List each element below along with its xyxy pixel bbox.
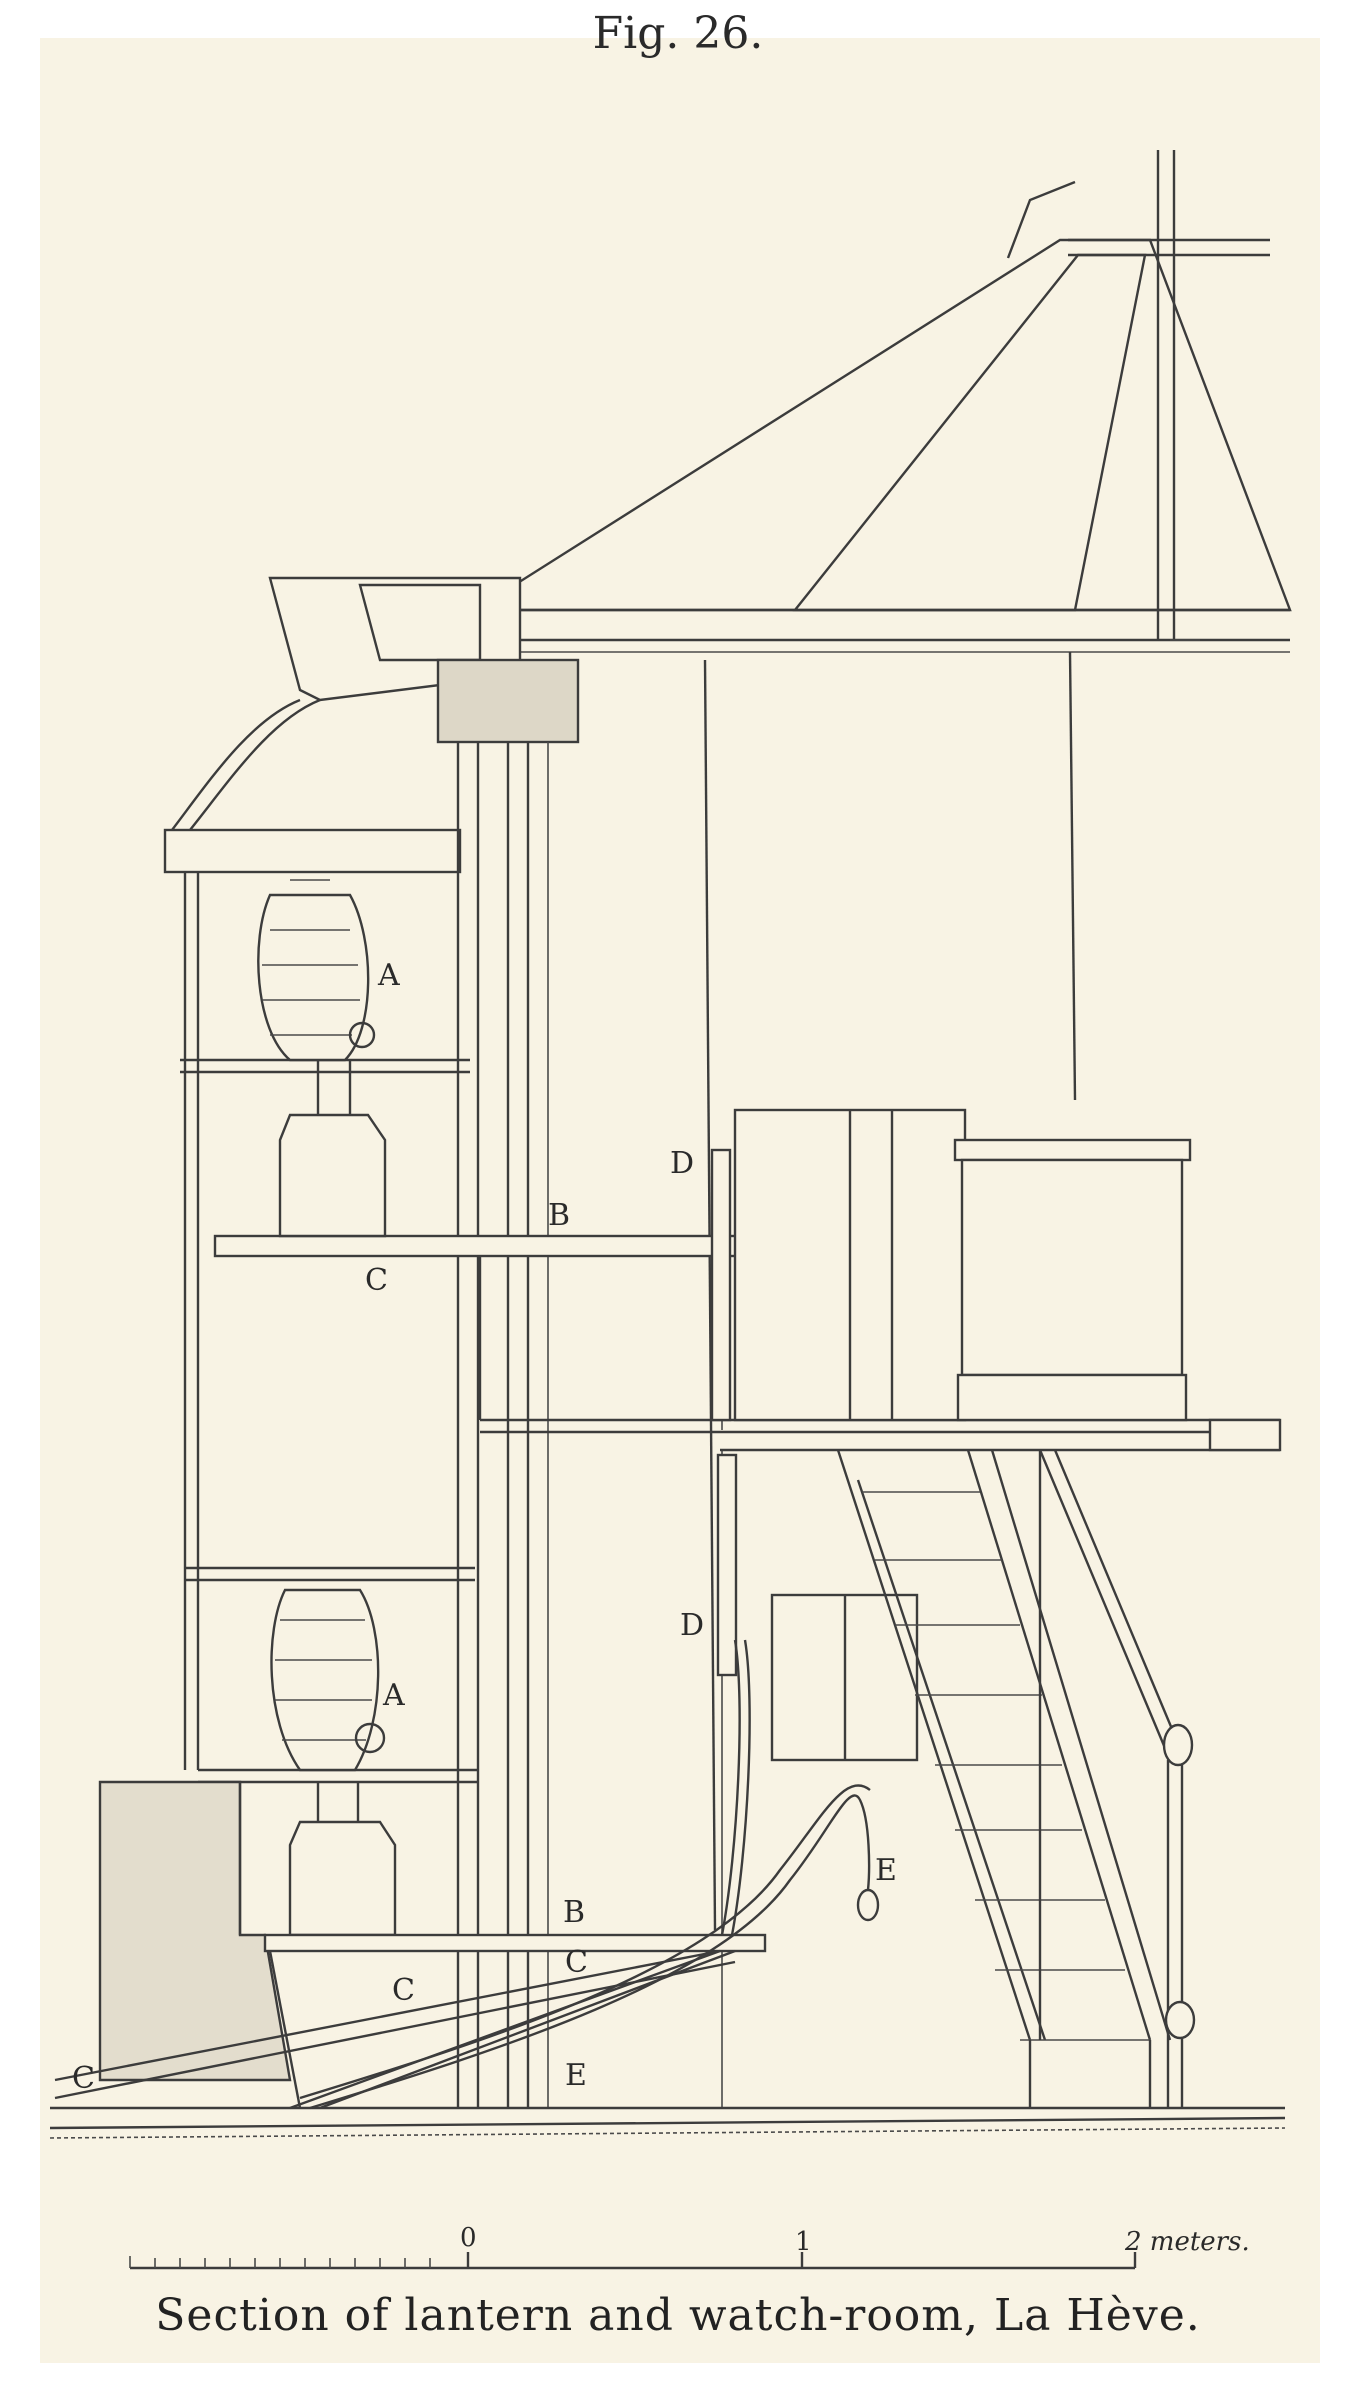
scale-label-2: 2 meters. [1124, 2227, 1250, 2257]
lower-floor [54, 1933, 767, 2110]
label-e-right: E [875, 1853, 897, 1888]
cornice [163, 576, 580, 874]
label-d-upper: D [670, 1146, 694, 1181]
masonry-wall [98, 1780, 292, 2082]
doors [710, 1148, 751, 1936]
pipe [299, 1784, 880, 2110]
label-a-lower: A [382, 1678, 405, 1713]
label-d-lower: D [680, 1608, 704, 1643]
lantern-glazing [180, 872, 478, 1784]
label-c-lower-mid: C [392, 1973, 415, 2008]
upper-lamp [257, 879, 387, 1238]
figure-title: Fig. 26. [592, 8, 764, 59]
label-b-lower: B [563, 1895, 585, 1930]
scale-bar: 0 1 2 meters. [129, 2223, 1250, 2270]
label-b-upper: B [548, 1198, 570, 1233]
label-a-upper: A [377, 958, 400, 993]
cabinets [733, 1108, 1192, 1762]
staircase [836, 1449, 1196, 2108]
scale-label-1: 1 [795, 2227, 812, 2257]
central-column [456, 742, 549, 2108]
scale-label-0: 0 [460, 2223, 477, 2253]
figure-caption: Section of lantern and watch-room, La Hè… [155, 2290, 1201, 2341]
ground-line [49, 2106, 1286, 2139]
lower-lamp [270, 1588, 397, 1937]
label-c-upper: C [365, 1263, 388, 1298]
roof [470, 150, 1292, 653]
label-c-lower-right: C [565, 1945, 588, 1980]
label-e-bottom: E [565, 2058, 587, 2093]
label-c-lower-left: C [72, 2061, 95, 2096]
